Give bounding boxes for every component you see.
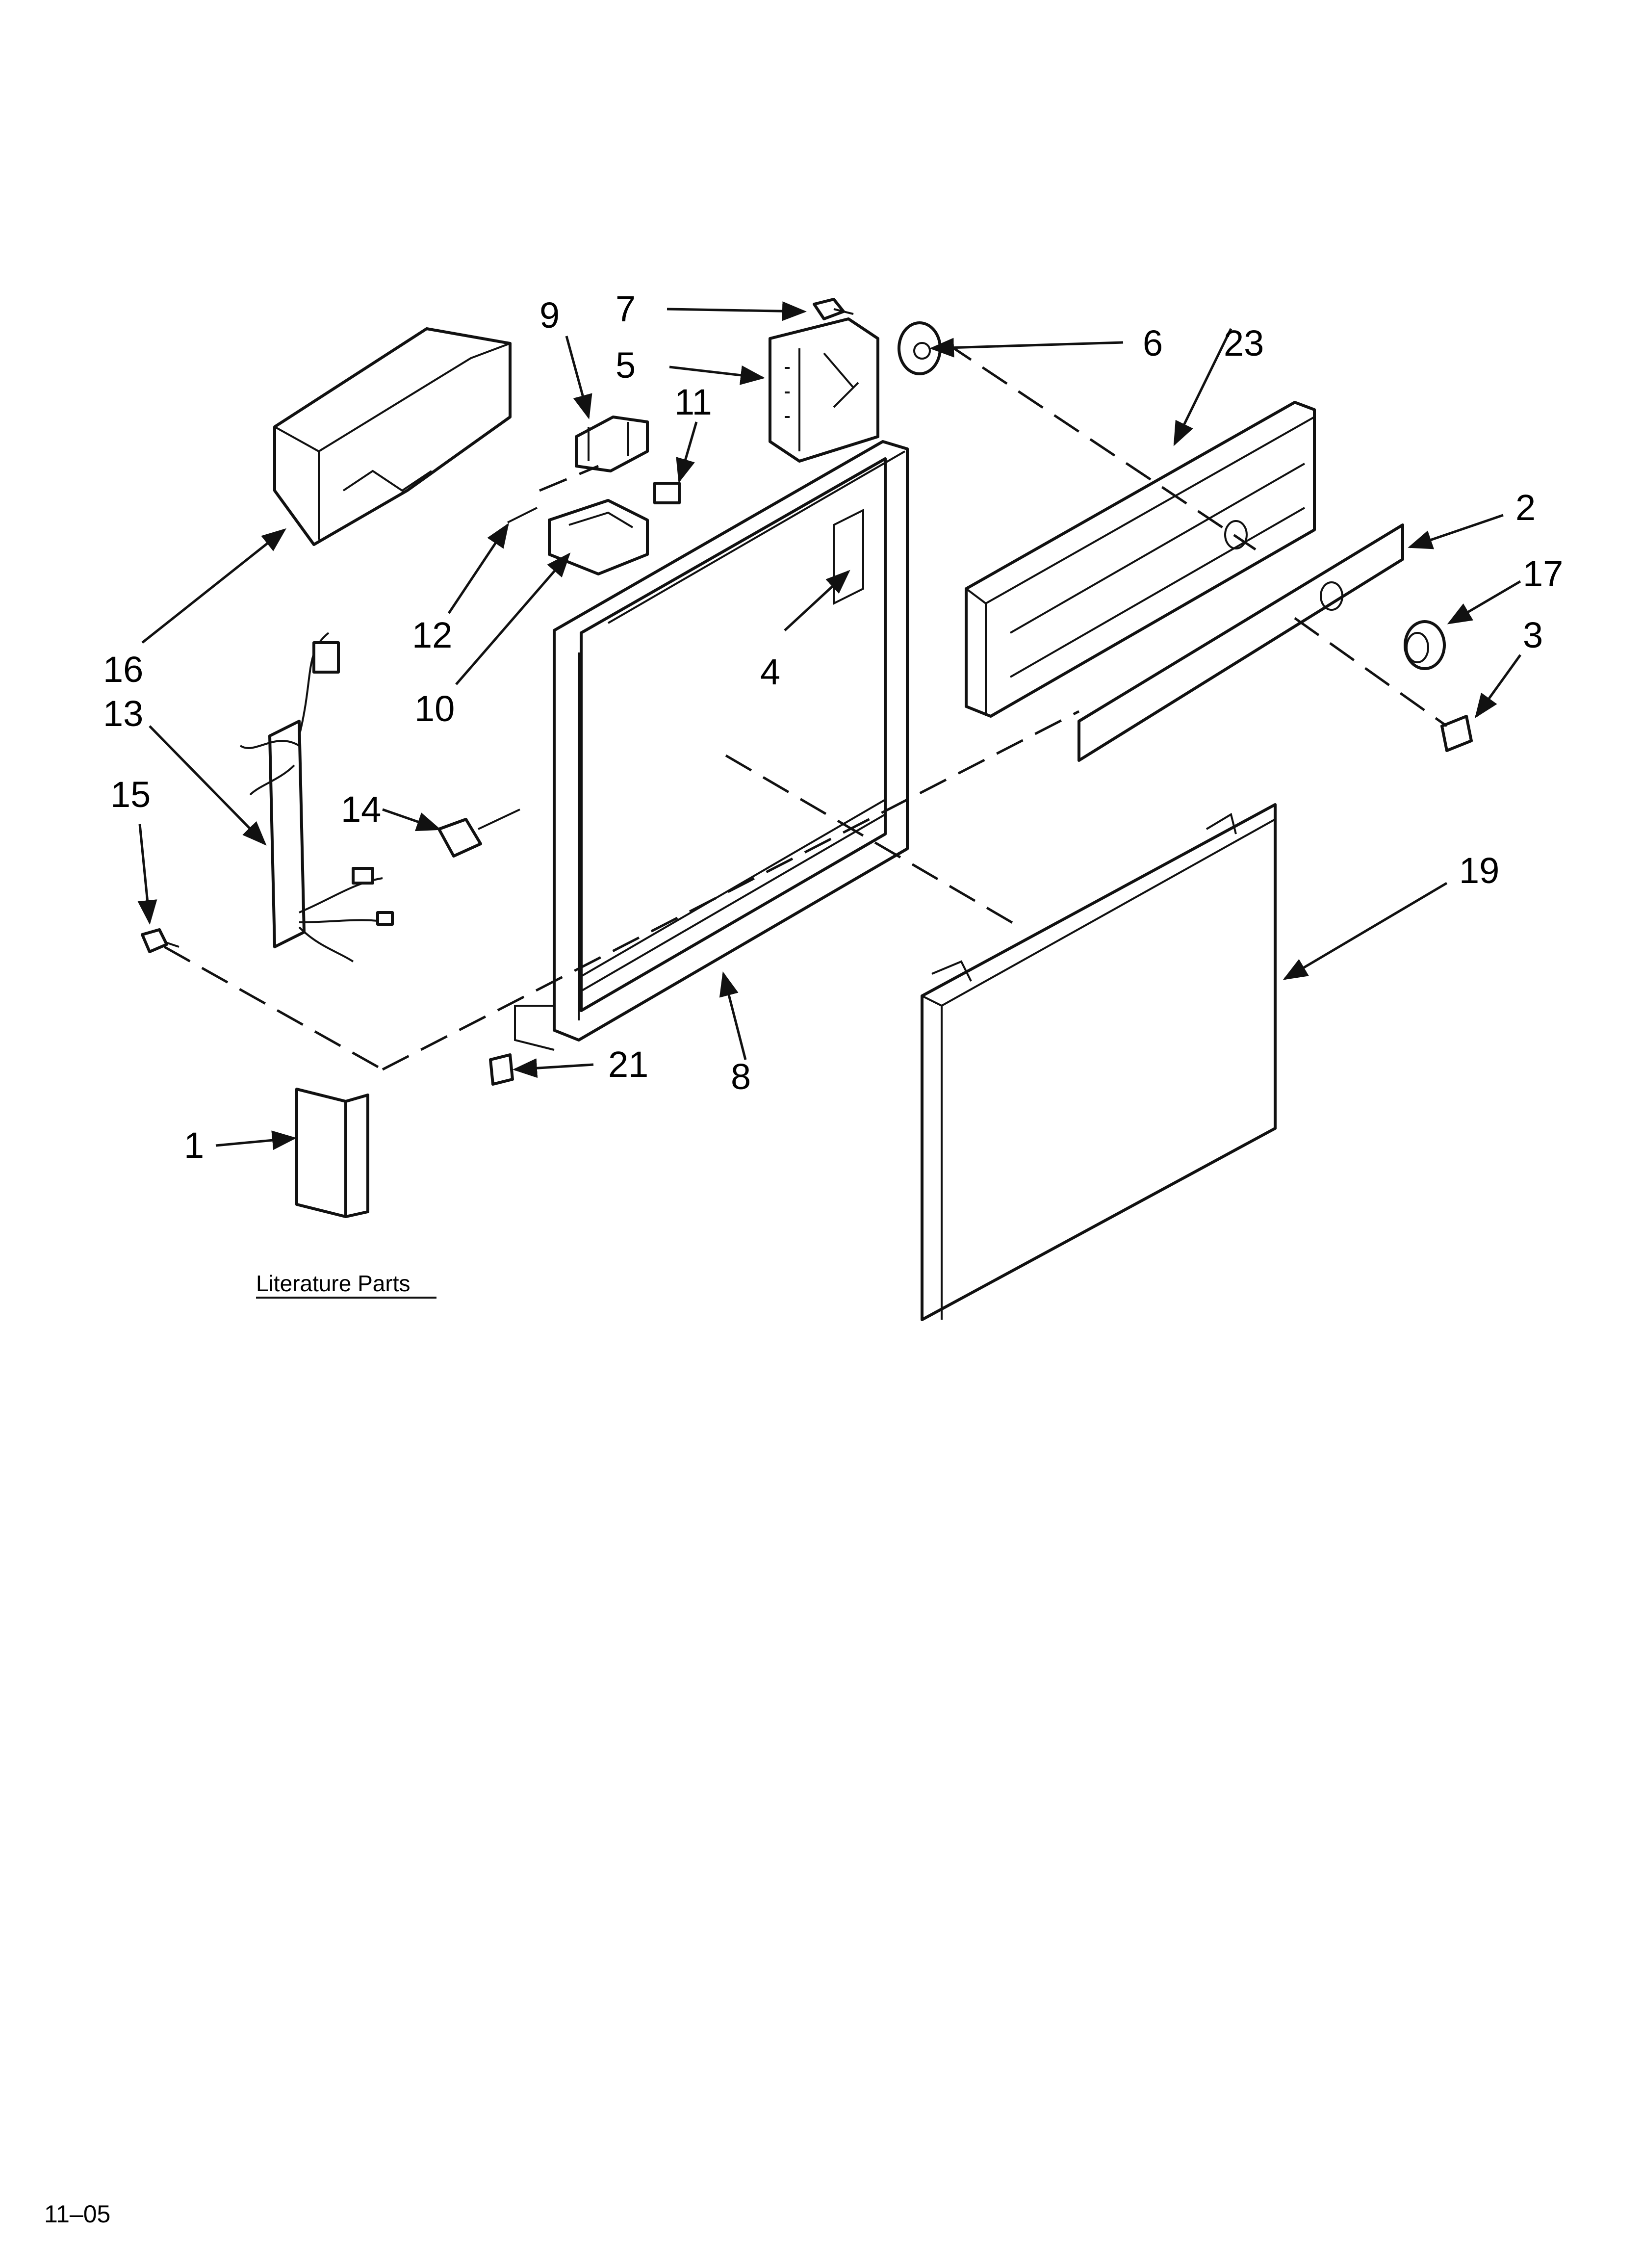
callout-9: 9 bbox=[539, 295, 560, 336]
part-13-wire-harness bbox=[239, 632, 394, 963]
callout-7: 7 bbox=[616, 288, 636, 329]
callout-10: 10 bbox=[414, 688, 455, 729]
part-19-door-panel bbox=[921, 803, 1277, 1321]
part-1-literature bbox=[295, 1088, 369, 1218]
part-21-clip bbox=[489, 1053, 514, 1086]
part-17-knob bbox=[1404, 620, 1446, 670]
callout-16: 16 bbox=[103, 649, 143, 690]
callout-6: 6 bbox=[1143, 323, 1163, 364]
callout-3: 3 bbox=[1523, 615, 1543, 655]
part-23-console bbox=[965, 401, 1316, 718]
part-10-bracket bbox=[548, 499, 649, 575]
callout-21: 21 bbox=[608, 1044, 648, 1085]
callout-2: 2 bbox=[1515, 487, 1536, 528]
callout-19: 19 bbox=[1459, 850, 1499, 891]
literature-parts-caption: Literature Parts bbox=[256, 1271, 410, 1296]
part-12-rod bbox=[507, 507, 538, 523]
part-2-panel-trim bbox=[1078, 523, 1404, 762]
part-5-control-module bbox=[769, 317, 879, 463]
callout-17: 17 bbox=[1523, 553, 1563, 594]
part-3-switch bbox=[1440, 715, 1473, 752]
part-9-switch bbox=[575, 416, 649, 472]
callout-13: 13 bbox=[103, 693, 143, 734]
callout-23: 23 bbox=[1224, 323, 1264, 364]
callout-11: 11 bbox=[674, 382, 712, 422]
part-15-screw bbox=[141, 928, 180, 953]
part-8-door-frame bbox=[514, 440, 909, 1051]
callout-12: 12 bbox=[412, 615, 452, 655]
callout-15: 15 bbox=[110, 774, 151, 815]
callout-1: 1 bbox=[184, 1125, 204, 1166]
part-16-cover bbox=[273, 327, 512, 546]
footer-code: 11–05 bbox=[44, 2200, 110, 2228]
callout-4: 4 bbox=[760, 652, 780, 692]
callout-14: 14 bbox=[341, 789, 381, 830]
part-11-connector bbox=[653, 482, 681, 504]
callout-8: 8 bbox=[731, 1056, 751, 1097]
callout-5: 5 bbox=[616, 345, 636, 386]
part-14-component bbox=[437, 808, 520, 858]
part-7-screw bbox=[813, 298, 854, 320]
